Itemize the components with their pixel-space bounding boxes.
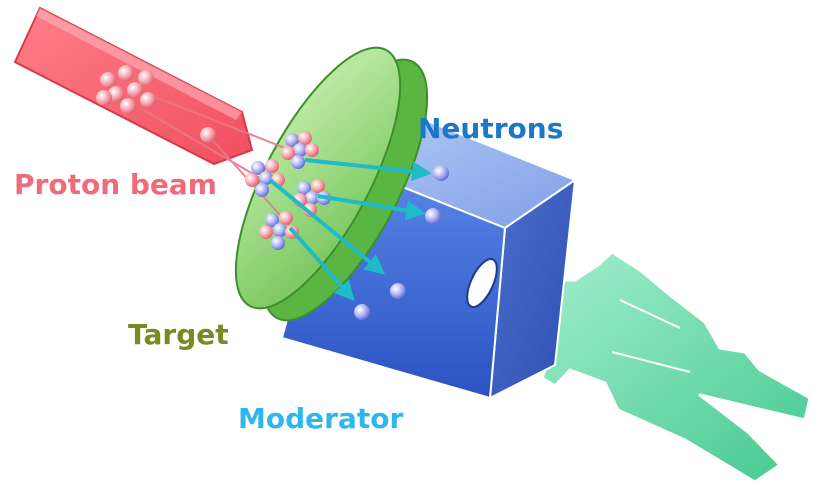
emitted-neutrons [354, 165, 449, 320]
proton-trajectories [139, 94, 291, 216]
neutron [390, 283, 406, 299]
moderator-label: Moderator [238, 402, 404, 435]
proton-beam-label: Proton beam [14, 168, 217, 201]
target-nuclei [245, 131, 331, 250]
proton-cluster [96, 65, 216, 143]
nucleus [259, 211, 299, 250]
nucleus [293, 179, 331, 217]
neutrons-label: Neutrons [418, 112, 564, 145]
neutron [425, 208, 441, 224]
target-label: Target [128, 318, 229, 351]
neutron [433, 165, 449, 181]
nucleus [245, 159, 285, 197]
neutron-arrows [268, 158, 432, 301]
moderator-port [466, 257, 498, 309]
neutron [354, 304, 370, 320]
nucleus [281, 131, 319, 169]
